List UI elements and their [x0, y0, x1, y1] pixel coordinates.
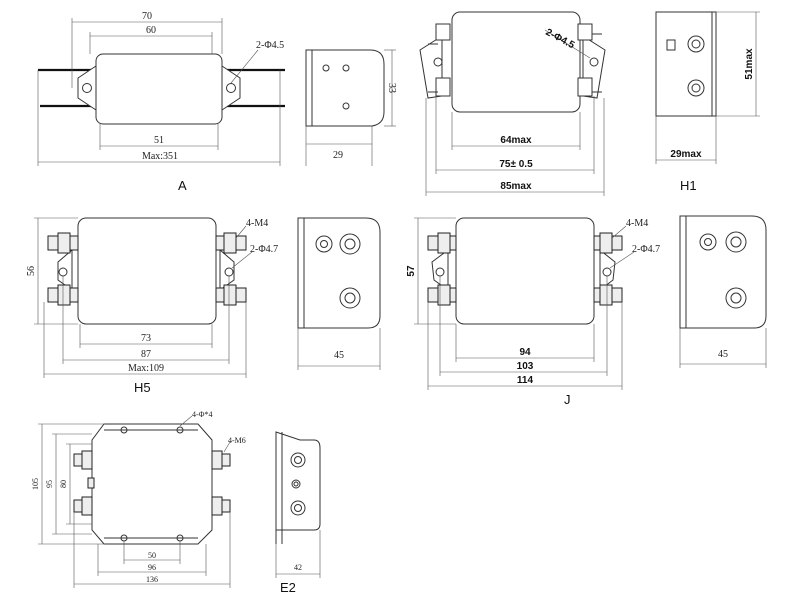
- dim-j-114: 114: [517, 375, 534, 386]
- dim-h1-85: 85max: [500, 181, 532, 192]
- dim-e2-105: 105: [31, 478, 40, 490]
- figure-e2: 4-Φ*4 4-M6 105 95 80 50 96 136: [31, 410, 246, 588]
- dim-j-94: 94: [519, 347, 531, 358]
- dim-e2-136: 136: [146, 575, 158, 584]
- dim-h1-51: 51max: [744, 48, 755, 80]
- figure-h5: 4-M4 2-Φ4.7 56 73 87 Max:109 H5: [26, 217, 278, 395]
- figure-j: 4-M4 2-Φ4.7 57 94 103 114 J: [406, 217, 660, 407]
- dim-e2-50: 50: [148, 551, 156, 560]
- dim-j-holes: 2-Φ4.7: [632, 244, 660, 255]
- dim-a-60: 60: [146, 25, 156, 36]
- figure-j-label: J: [564, 392, 571, 407]
- figure-a: 70 60 2-Φ4.5 51 Max:351 A: [37, 11, 285, 193]
- dim-a-51: 51: [154, 135, 164, 146]
- figure-h1-side: 51max 29max H1: [655, 11, 760, 193]
- figure-h5-label: H5: [134, 380, 151, 395]
- dim-h1-75: 75± 0.5: [499, 159, 533, 170]
- dim-e2-95: 95: [45, 480, 54, 488]
- dim-j-57: 57: [406, 265, 417, 277]
- figure-e2-side: 42 E2: [275, 431, 321, 595]
- dim-e2-42: 42: [294, 563, 302, 572]
- dim-h1-64: 64max: [500, 135, 532, 146]
- figure-a-label: A: [178, 178, 187, 193]
- dim-a-70: 70: [142, 11, 152, 22]
- dim-e2-holes: 4-Φ*4: [192, 410, 213, 419]
- e2-terminals: [73, 450, 231, 516]
- dim-h1-29: 29max: [670, 149, 702, 160]
- figure-h5-side: 45: [297, 217, 381, 370]
- figure-h1-label: H1: [680, 178, 697, 193]
- dim-h5-holes: 2-Φ4.7: [250, 244, 278, 255]
- dim-a-33: 33: [386, 83, 397, 93]
- dim-a-overall: Max:351: [142, 151, 178, 162]
- dim-h5-overall: Max:109: [128, 363, 164, 374]
- dim-h5-45: 45: [334, 350, 344, 361]
- dim-e2-80: 80: [59, 480, 68, 488]
- dim-a-holes: 2-Φ4.5: [256, 40, 284, 51]
- dim-j-45: 45: [718, 349, 728, 360]
- dim-j-103: 103: [517, 361, 534, 372]
- dim-h5-87: 87: [141, 349, 151, 360]
- dim-h5-studs: 4-M4: [246, 218, 268, 229]
- figure-j-side: 45: [679, 215, 767, 368]
- dim-h5-56: 56: [26, 266, 37, 276]
- figure-h1: 2-Φ4.5 64max 75± 0.5 85max: [419, 11, 606, 196]
- dim-e2-studs: 4-M6: [228, 436, 246, 445]
- dim-h5-73: 73: [141, 333, 151, 344]
- j-terminals: [427, 232, 623, 306]
- h5-terminals: [47, 232, 247, 306]
- dim-j-studs: 4-M4: [626, 218, 648, 229]
- dim-a-29: 29: [333, 150, 343, 161]
- figure-a-side: 33 29: [305, 49, 397, 166]
- figure-e2-label: E2: [280, 580, 296, 595]
- dim-e2-96: 96: [148, 563, 156, 572]
